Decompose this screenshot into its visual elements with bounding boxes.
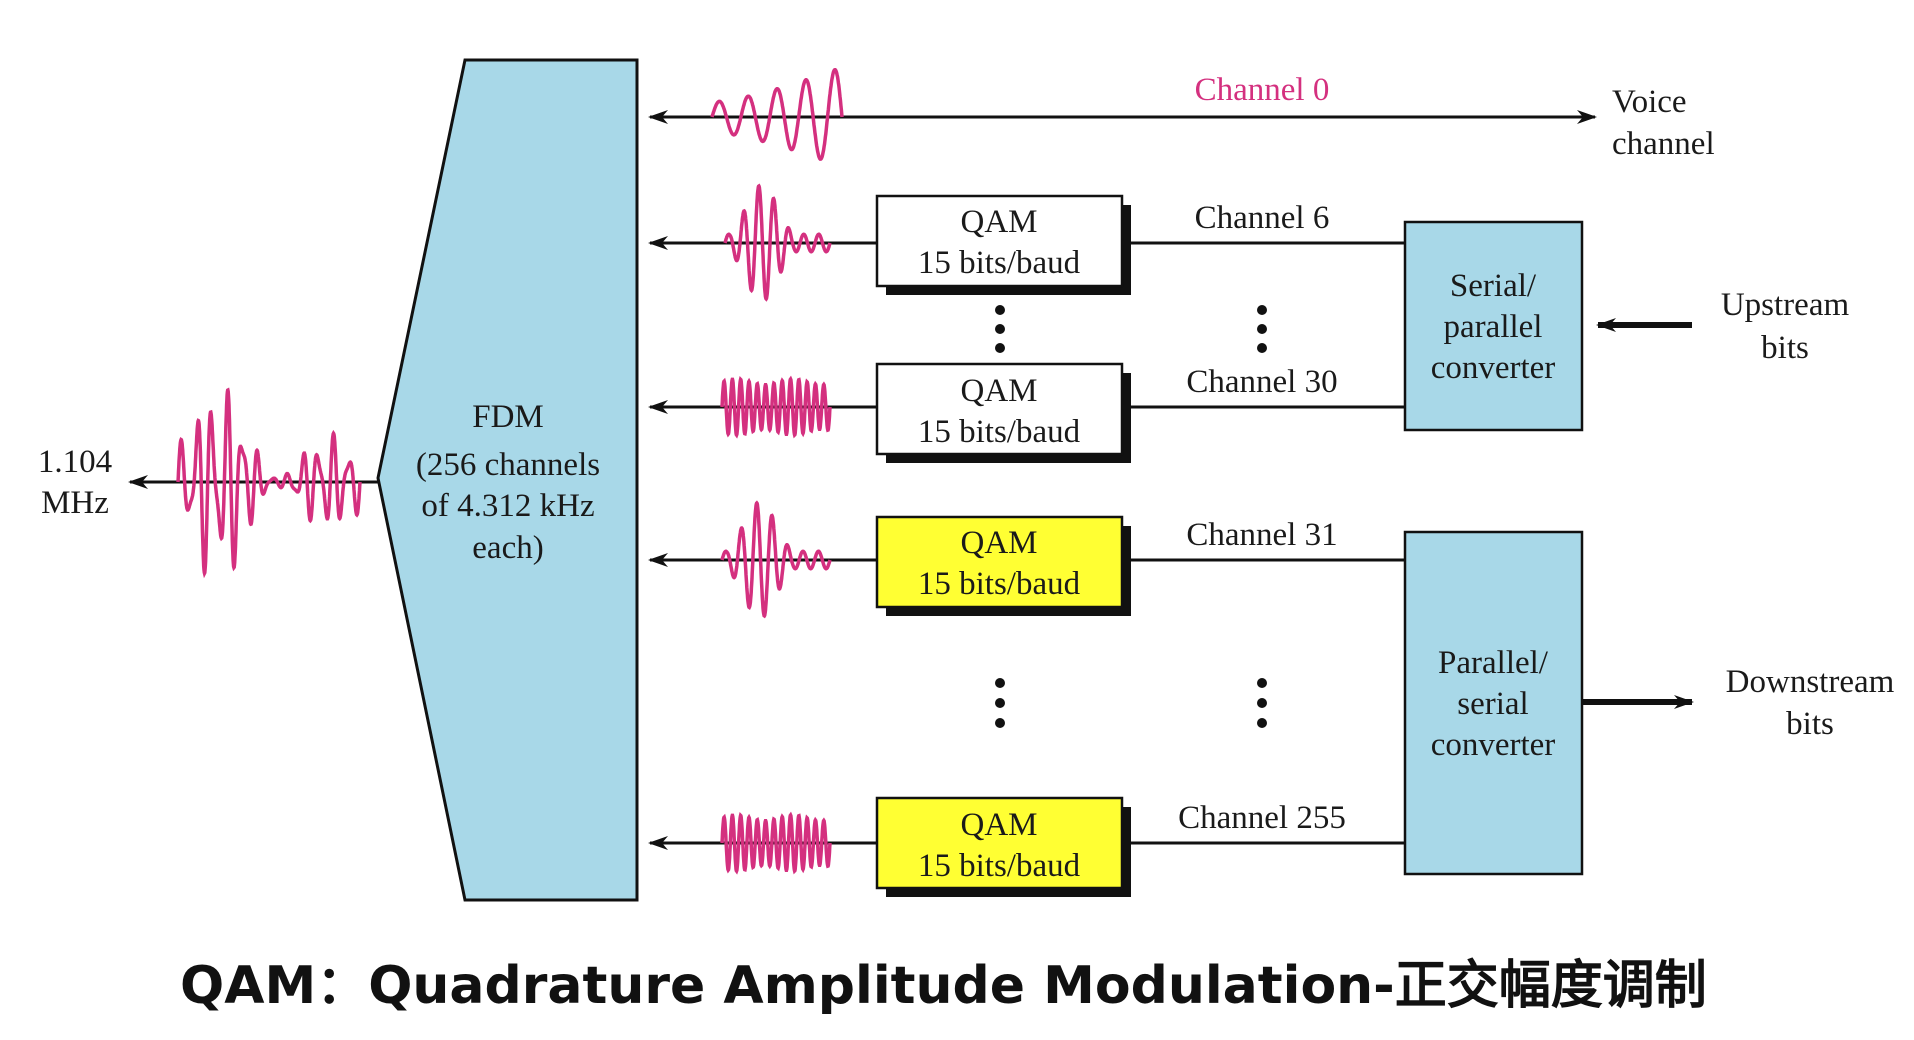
parallel-serial-label-1: Parallel/ [1438, 645, 1549, 681]
upstream-label-2: bits [1761, 330, 1809, 366]
channel6-label: Channel 6 [1195, 200, 1330, 236]
qam-ch31-label-1: QAM [960, 525, 1037, 561]
fdm-label-4: each) [472, 530, 543, 566]
downstream-label-2: bits [1786, 706, 1834, 742]
fdm-label-1: FDM [472, 399, 544, 435]
ellipsis-dots-upper [995, 305, 1267, 353]
channel30-label: Channel 30 [1186, 364, 1337, 400]
qam-ch30-label-2: 15 bits/baud [918, 414, 1081, 450]
voice-channel-label-1: Voice [1612, 84, 1687, 120]
ellipsis-dots-lower [995, 678, 1267, 728]
qam-ch6-label-1: QAM [960, 204, 1037, 240]
fdm-block [376, 58, 639, 902]
fdm-label-3: of 4.312 kHz [421, 488, 594, 524]
qam-box-ch6 [875, 194, 1124, 288]
caption-text: QAM：Quadrature Amplitude Modulation-正交幅度… [180, 956, 1707, 1016]
qam-ch31-label-2: 15 bits/baud [918, 566, 1081, 602]
channel30-wave [720, 375, 832, 439]
qam-ch6-label-2: 15 bits/baud [918, 245, 1081, 281]
voice-channel-label-2: channel [1612, 126, 1715, 162]
downstream-label-1: Downstream [1726, 664, 1895, 700]
serial-parallel-label-1: Serial/ [1450, 268, 1537, 304]
serial-parallel-label-3: converter [1431, 350, 1556, 386]
output-freq-value: 1.104 [38, 444, 112, 480]
channel255-label: Channel 255 [1178, 800, 1346, 836]
qam-box-ch30 [875, 362, 1124, 456]
serial-parallel-converter [1403, 220, 1584, 432]
qam-box-ch255 [875, 796, 1124, 890]
combined-signal-wave [176, 387, 362, 579]
parallel-serial-label-3: converter [1431, 727, 1556, 763]
qam-ch255-label-1: QAM [960, 807, 1037, 843]
parallel-serial-converter [1403, 530, 1584, 876]
channel0-label: Channel 0 [1195, 72, 1330, 108]
serial-parallel-label-2: parallel [1444, 309, 1543, 345]
qam-box-ch31 [875, 515, 1124, 609]
channel31-label: Channel 31 [1186, 517, 1337, 553]
qam-ch30-label-1: QAM [960, 373, 1037, 409]
upstream-label-1: Upstream [1721, 287, 1850, 323]
channel0-wave [710, 67, 844, 161]
output-freq-unit: MHz [41, 485, 109, 521]
parallel-serial-label-2: serial [1457, 686, 1528, 722]
channel255-wave [720, 811, 832, 875]
fdm-label-2: (256 channels [416, 447, 600, 483]
channel6-wave [723, 183, 832, 302]
channel31-wave [720, 500, 832, 619]
qam-ch255-label-2: 15 bits/baud [918, 848, 1081, 884]
